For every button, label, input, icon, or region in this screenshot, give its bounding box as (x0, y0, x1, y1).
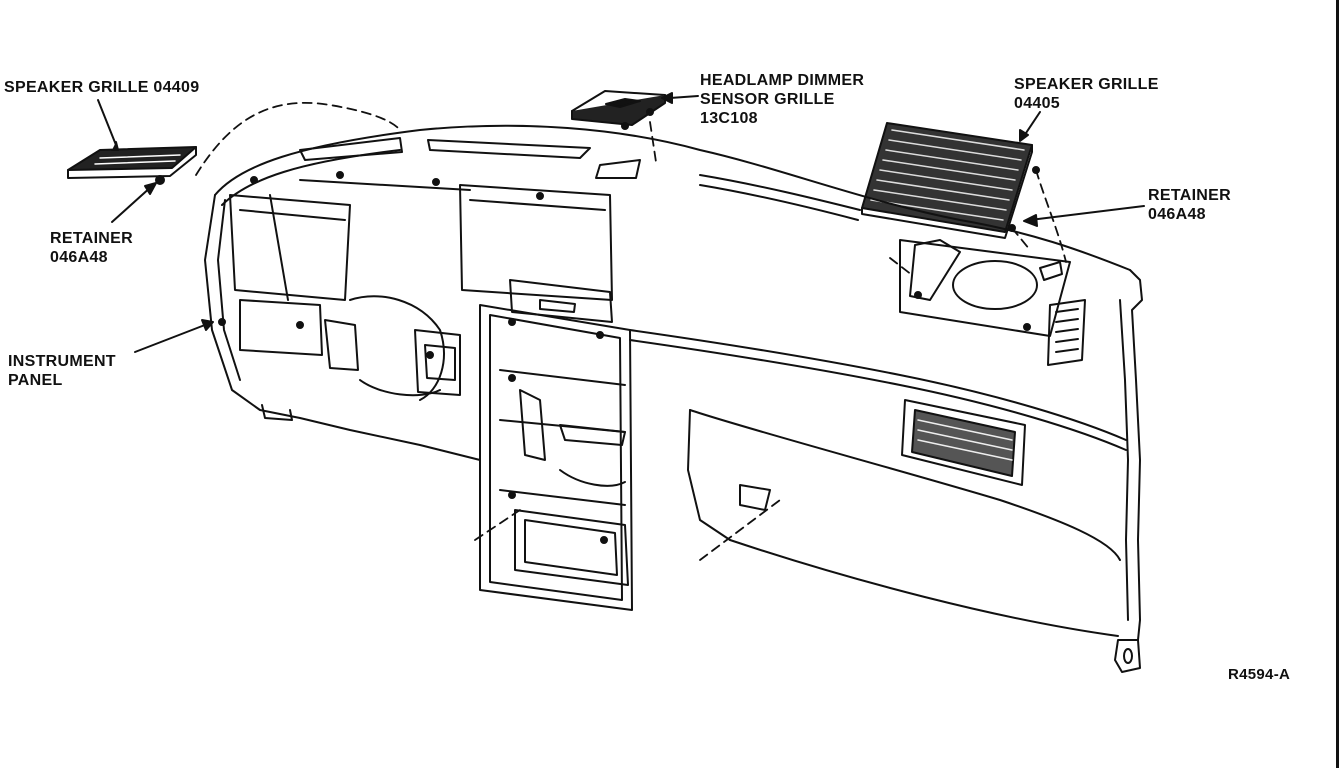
label-line: 046A48 (1148, 206, 1206, 223)
dashed-leader-lines (195, 101, 1067, 561)
label-retainer-right: RETAINER 046A48 (1148, 186, 1231, 224)
arrow-retainer-left (111, 185, 153, 223)
label-speaker-grille-left: SPEAKER GRILLE 04409 (4, 78, 199, 97)
left-speaker-grille-part (67, 146, 197, 185)
label-line: 04405 (1014, 95, 1060, 112)
right-speaker-grille-part (861, 122, 1040, 239)
callout-arrows (97, 92, 1145, 353)
label-retainer-left: RETAINER 046A48 (50, 229, 133, 267)
label-instrument-panel: INSTRUMENT PANEL (8, 352, 116, 390)
right-border-line (1336, 0, 1339, 768)
label-speaker-grille-right: SPEAKER GRILLE 04405 (1014, 75, 1159, 113)
label-line: RETAINER (50, 230, 133, 247)
arrow-headlamp-dimmer (669, 95, 699, 99)
label-line: HEADLAMP DIMMER (700, 72, 865, 89)
label-line: SPEAKER GRILLE 04409 (4, 79, 200, 96)
label-line: 13C108 (700, 110, 758, 127)
label-line: SPEAKER GRILLE (1014, 76, 1159, 93)
arrow-instrument-panel (134, 322, 211, 353)
label-line: RETAINER (1148, 187, 1231, 204)
label-line: INSTRUMENT (8, 353, 116, 370)
label-headlamp-dimmer-sensor-grille: HEADLAMP DIMMER SENSOR GRILLE 13C108 (700, 71, 864, 128)
arrow-retainer-right (1029, 205, 1145, 221)
figure-code: R4594-A (1228, 666, 1291, 683)
arrow-speaker-grille-right (1023, 111, 1041, 137)
label-line: SENSOR GRILLE (700, 91, 835, 108)
label-line: PANEL (8, 372, 63, 389)
label-line: 046A48 (50, 249, 108, 266)
instrument-panel-body (204, 124, 1143, 673)
arrow-speaker-grille-left (97, 99, 119, 151)
